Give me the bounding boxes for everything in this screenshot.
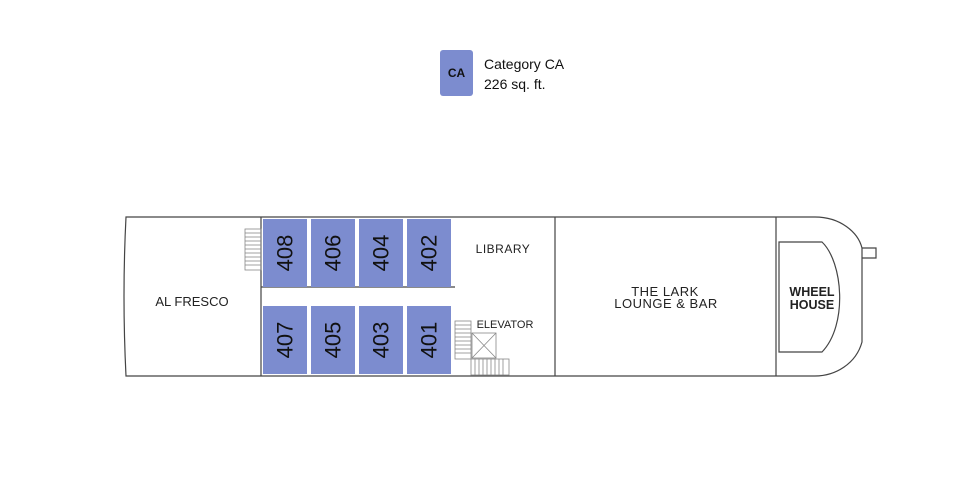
- cabin-number: 406: [321, 235, 346, 272]
- hull-outline: [123, 216, 863, 377]
- cabin-408[interactable]: 408: [263, 219, 307, 287]
- cabin-box: [359, 219, 403, 287]
- cabin-number: 401: [417, 322, 442, 359]
- cabin-number: 407: [273, 322, 298, 359]
- elevator-shaft-icon: [471, 332, 497, 359]
- room-al-fresco: AL FRESCO: [155, 294, 228, 309]
- cabin-402[interactable]: 402: [407, 219, 451, 287]
- cabin-box: [407, 219, 451, 287]
- cabin-number: 408: [273, 235, 298, 272]
- cabin-box: [407, 306, 451, 374]
- cabin-401[interactable]: 401: [407, 306, 451, 374]
- room-wheelhouse-line2: HOUSE: [790, 298, 834, 312]
- cabins: 408 406 404 402 407 405 403 401: [263, 219, 451, 374]
- category-size: 226 sq. ft.: [484, 76, 546, 92]
- cabin-number: 404: [369, 235, 394, 272]
- cabin-number: 403: [369, 322, 394, 359]
- wheelhouse-outline: [778, 241, 841, 353]
- cabin-number: 402: [417, 235, 442, 272]
- cabin-403[interactable]: 403: [359, 306, 403, 374]
- room-wheelhouse-line1: WHEEL: [789, 285, 835, 299]
- room-lounge-line1: THE LARK: [631, 284, 699, 299]
- cabin-box: [311, 219, 355, 287]
- cabin-number: 405: [321, 322, 346, 359]
- bow-tab: [862, 247, 877, 259]
- cabin-box: [263, 306, 307, 374]
- stairs-forward: [454, 320, 510, 376]
- cabin-404[interactable]: 404: [359, 219, 403, 287]
- stairs-aft: [244, 228, 262, 271]
- cabin-box: [263, 219, 307, 287]
- category-swatch: CA: [440, 50, 473, 96]
- category-legend-text: Category CA 226 sq. ft.: [484, 54, 564, 94]
- room-library: LIBRARY: [476, 242, 531, 256]
- cabin-405[interactable]: 405: [311, 306, 355, 374]
- cabin-box: [311, 306, 355, 374]
- category-name: Category CA: [484, 56, 565, 72]
- room-elevator: ELEVATOR: [477, 319, 534, 331]
- cabin-407[interactable]: 407: [263, 306, 307, 374]
- room-lounge-line2: LOUNGE & BAR: [614, 296, 718, 311]
- cabin-406[interactable]: 406: [311, 219, 355, 287]
- cabin-box: [359, 306, 403, 374]
